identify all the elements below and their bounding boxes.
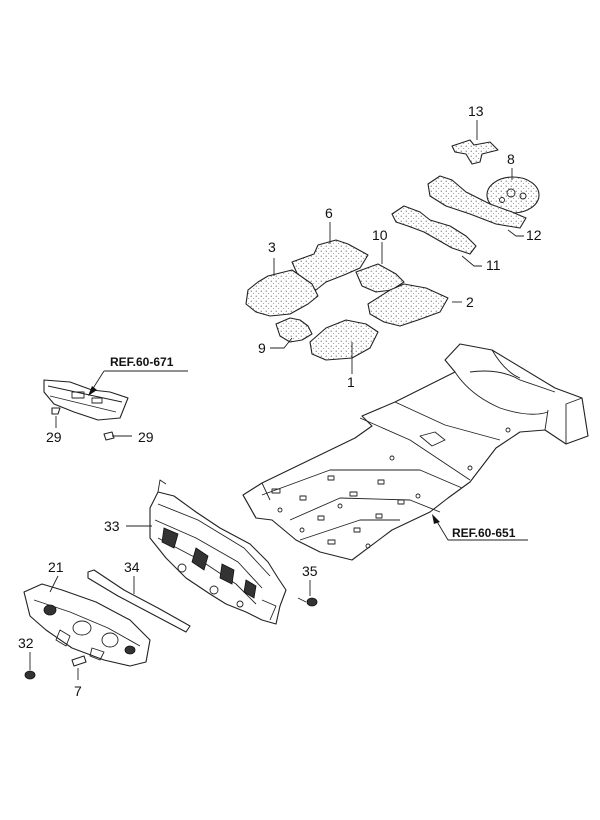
pad-12 bbox=[427, 175, 527, 229]
nut-32 bbox=[24, 670, 36, 680]
label-11: 11 bbox=[486, 257, 501, 273]
label-1: 1 bbox=[347, 374, 355, 390]
ref-60-651: REF.60-651 bbox=[452, 526, 516, 540]
pad-3 bbox=[245, 269, 319, 317]
dash-panel-33 bbox=[149, 479, 287, 625]
insulator-21 bbox=[23, 583, 151, 667]
cowl-top-panel bbox=[43, 379, 129, 421]
label-33: 33 bbox=[104, 518, 120, 534]
label-32: 32 bbox=[18, 635, 34, 651]
pad-13 bbox=[451, 139, 499, 165]
part-labels: 13 8 6 3 10 12 11 2 9 1 29 29 33 34 35 2… bbox=[18, 103, 542, 699]
label-8: 8 bbox=[507, 151, 515, 167]
label-12: 12 bbox=[526, 227, 542, 243]
label-3: 3 bbox=[268, 239, 276, 255]
label-21: 21 bbox=[48, 559, 64, 575]
clip-29-right bbox=[103, 431, 115, 441]
label-2: 2 bbox=[466, 294, 474, 310]
label-7: 7 bbox=[74, 683, 82, 699]
floor-panel bbox=[242, 343, 589, 561]
label-34: 34 bbox=[124, 559, 140, 575]
bolt-35 bbox=[297, 597, 318, 607]
label-13: 13 bbox=[468, 103, 484, 119]
pad-9 bbox=[275, 317, 313, 343]
label-35: 35 bbox=[302, 563, 318, 579]
label-29-left: 29 bbox=[46, 429, 62, 445]
leader-lines bbox=[29, 120, 528, 680]
seal-strip-34 bbox=[87, 569, 191, 633]
clip-7 bbox=[71, 655, 87, 667]
label-6: 6 bbox=[325, 205, 333, 221]
label-29-right: 29 bbox=[138, 429, 154, 445]
pad-11 bbox=[391, 205, 477, 255]
ref-60-671: REF.60-671 bbox=[110, 355, 174, 369]
label-9: 9 bbox=[258, 340, 266, 356]
pad-2 bbox=[367, 283, 449, 327]
clip-29-left bbox=[51, 407, 61, 415]
pad-1 bbox=[309, 319, 379, 361]
label-10: 10 bbox=[372, 227, 388, 243]
